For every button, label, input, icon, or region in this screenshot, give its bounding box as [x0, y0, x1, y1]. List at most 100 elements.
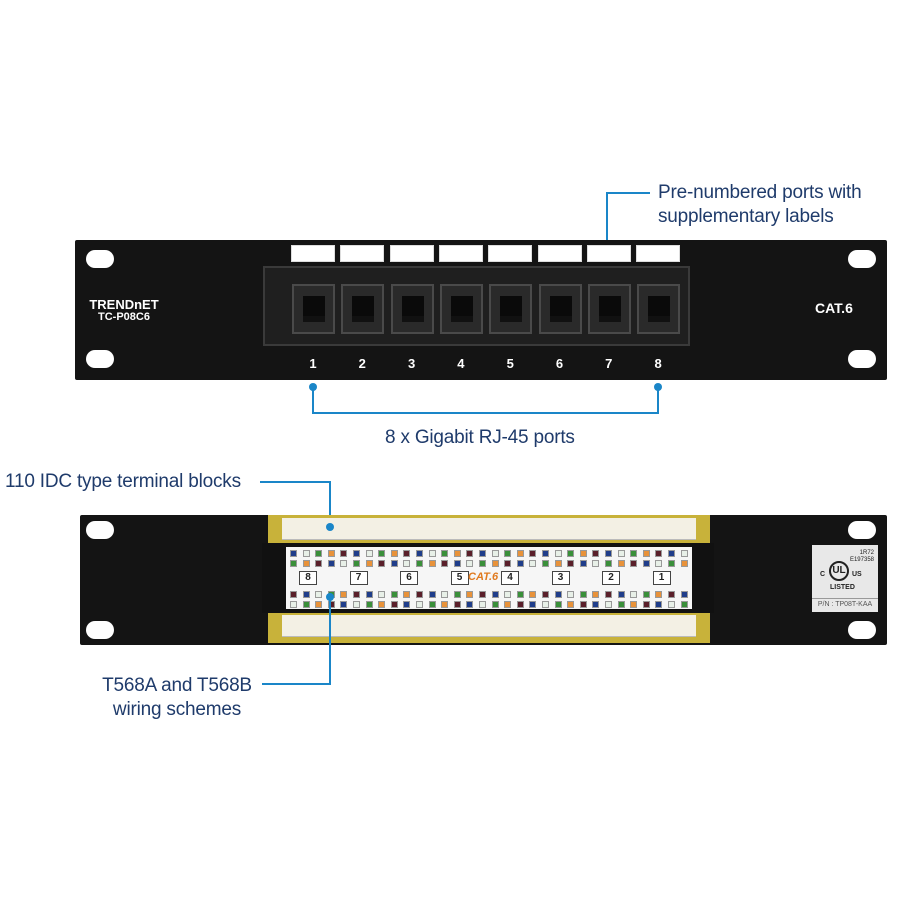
- wire-color-swatch: [592, 601, 600, 608]
- wire-color-swatch: [340, 601, 348, 608]
- callout-line: [657, 386, 659, 414]
- callout-line: [262, 683, 331, 685]
- model-number: TC-P08C6: [98, 311, 150, 323]
- wire-color-swatch: [542, 560, 549, 567]
- port-label-strip: [488, 245, 533, 262]
- wire-color-swatch: [605, 550, 612, 557]
- callout-terminal-blocks: 110 IDC type terminal blocks: [5, 471, 241, 492]
- port-number: 5: [506, 356, 514, 371]
- ul-c: C: [820, 571, 826, 578]
- wire-color-swatch: [378, 591, 386, 598]
- wire-color-swatch: [605, 591, 612, 598]
- port-number: 2: [358, 356, 366, 371]
- idc-block-top: [282, 518, 696, 540]
- wire-color-swatch: [327, 550, 335, 557]
- rj45-port[interactable]: [587, 284, 631, 334]
- mount-hole: [86, 621, 114, 639]
- wire-color-swatch: [491, 550, 499, 557]
- rj45-port[interactable]: [390, 284, 434, 334]
- wire-color-swatch: [290, 560, 297, 567]
- wire-color-swatch: [554, 560, 562, 567]
- wire-color-swatch: [390, 601, 398, 608]
- wire-color-swatch: [504, 591, 512, 598]
- wire-color-swatch: [403, 601, 411, 608]
- callout-line: [260, 481, 331, 483]
- block-number: 5: [450, 571, 469, 585]
- wire-color-swatch: [579, 560, 587, 567]
- wire-color-swatch: [479, 560, 486, 567]
- port-label-strip: [537, 245, 582, 262]
- callout-dot: [326, 523, 334, 531]
- part-number: P/N : TP08T-KAA: [812, 598, 878, 608]
- block-number: 6: [400, 571, 418, 585]
- callout-line: [312, 386, 314, 414]
- rj45-port[interactable]: [637, 284, 681, 334]
- rj45-port[interactable]: [489, 284, 533, 334]
- wire-color-swatch: [378, 601, 386, 608]
- wire-color-swatch: [315, 550, 323, 557]
- mount-hole: [848, 521, 876, 539]
- ul-listed: LISTED: [830, 584, 855, 591]
- wire-color-swatch: [642, 591, 650, 598]
- port-label-strip: [340, 245, 385, 262]
- port-number: 7: [605, 356, 613, 371]
- wire-color-swatch: [479, 601, 486, 608]
- callout-line: [329, 481, 331, 527]
- ul-code: E197358: [849, 557, 874, 563]
- wire-color-swatch: [428, 560, 436, 567]
- wire-color-swatch: [302, 601, 310, 608]
- port-number: 8: [654, 356, 662, 371]
- block-number: 8: [299, 571, 317, 585]
- wire-color-swatch: [466, 601, 474, 608]
- callout-labels-line2: supplementary labels: [658, 206, 834, 227]
- wire-color-swatch: [365, 591, 373, 598]
- rj45-port[interactable]: [538, 284, 582, 334]
- wire-color-swatch: [504, 550, 512, 557]
- wire-color-swatch: [529, 591, 537, 598]
- wire-color-swatch: [466, 591, 474, 598]
- block-number: 3: [551, 571, 570, 585]
- ul-logo: UL: [829, 561, 849, 581]
- rj45-port[interactable]: [439, 284, 483, 334]
- wire-color-swatch: [428, 591, 436, 598]
- wire-color-swatch: [554, 550, 562, 557]
- wire-color-swatch: [554, 601, 562, 608]
- wire-color-swatch: [453, 601, 461, 608]
- wire-color-swatch: [390, 550, 398, 557]
- port-number: 4: [457, 356, 465, 371]
- wire-color-swatch: [353, 591, 360, 598]
- rj45-port[interactable]: [292, 284, 335, 334]
- wire-color-swatch: [529, 601, 537, 608]
- wire-color-swatch: [416, 591, 423, 598]
- mount-hole: [86, 250, 114, 268]
- wire-color-swatch: [416, 601, 423, 608]
- wire-color-swatch: [668, 550, 675, 557]
- wire-color-swatch: [315, 591, 323, 598]
- wire-color-swatch: [302, 560, 310, 567]
- wire-color-swatch: [655, 601, 663, 608]
- rj45-port[interactable]: [341, 284, 385, 334]
- wire-color-swatch: [655, 560, 663, 567]
- port-label-strip: [291, 245, 335, 262]
- wire-color-swatch: [542, 601, 549, 608]
- wire-color-swatch: [680, 591, 688, 598]
- wire-color-swatch: [579, 601, 587, 608]
- wire-color-swatch: [340, 560, 348, 567]
- wire-color-swatch: [403, 591, 411, 598]
- ul-listing-label: 1R72 E197358 C UL US LISTED P/N : TP08T-…: [812, 545, 878, 612]
- wire-color-swatch: [668, 591, 675, 598]
- wire-color-swatch: [680, 550, 688, 557]
- wire-color-swatch: [453, 550, 461, 557]
- wire-color-swatch: [441, 591, 449, 598]
- wire-color-swatch: [630, 601, 638, 608]
- wire-color-swatch: [491, 601, 499, 608]
- wire-color-swatch: [403, 550, 411, 557]
- wire-color-swatch: [290, 550, 297, 557]
- wire-color-swatch: [668, 560, 675, 567]
- wire-color-swatch: [466, 560, 474, 567]
- wire-color-swatch: [592, 560, 600, 567]
- wire-color-swatch: [479, 591, 486, 598]
- wire-color-swatch: [516, 591, 524, 598]
- wire-color-swatch: [630, 591, 638, 598]
- wire-color-swatch: [668, 601, 675, 608]
